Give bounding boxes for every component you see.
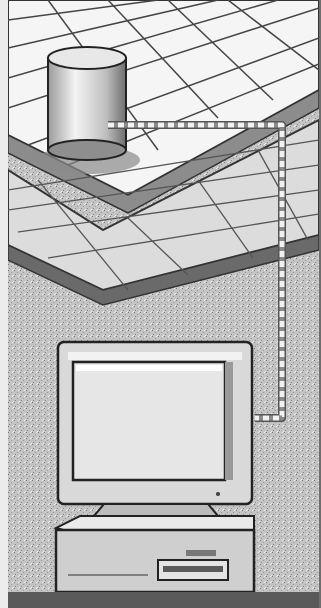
network-illustration bbox=[8, 0, 319, 608]
desk-edge bbox=[8, 592, 319, 608]
database-cylinder-icon bbox=[48, 47, 126, 160]
desktop-computer-icon bbox=[56, 342, 254, 592]
